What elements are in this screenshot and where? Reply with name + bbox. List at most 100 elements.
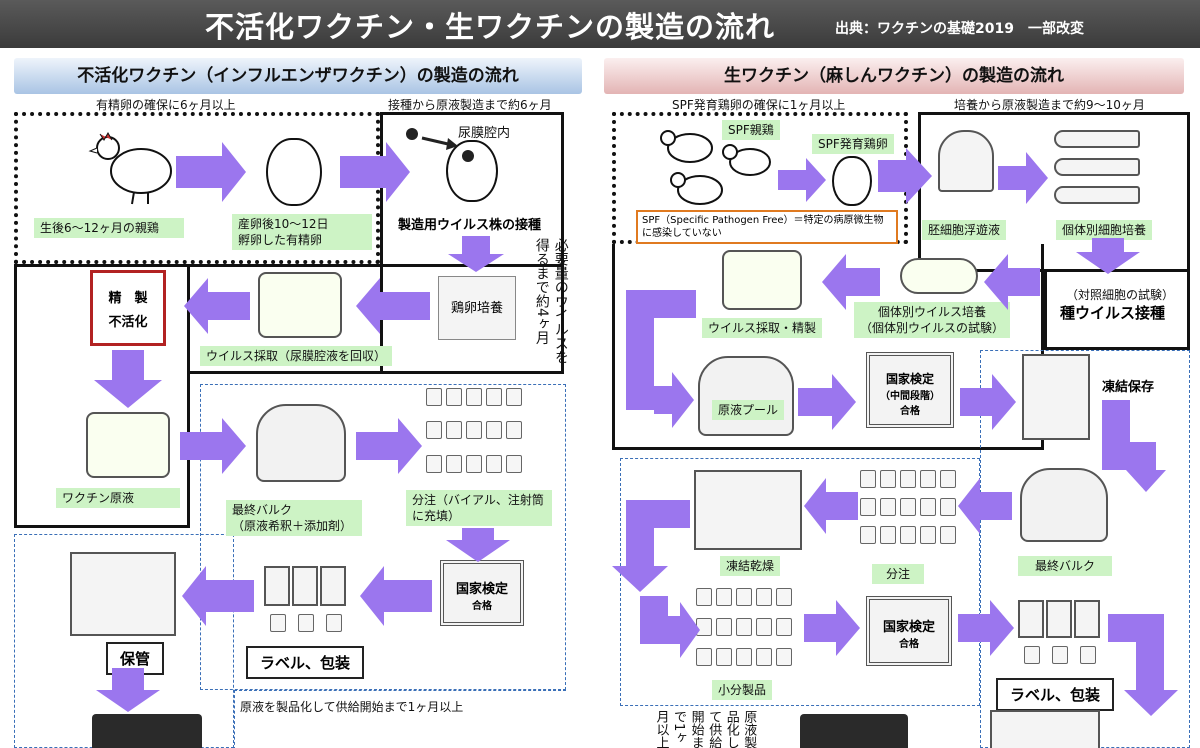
harvest-frame <box>190 264 564 374</box>
label-final-bulk-right: 最終バルク <box>1018 556 1112 577</box>
arrow-freezer-bulk <box>1126 470 1166 492</box>
inactivate-label: 不活化 <box>108 315 148 330</box>
arrow-storage-truck <box>96 668 160 712</box>
purify-box: 精 製 不活化 <box>90 270 166 346</box>
spf-egg-icon <box>832 156 872 206</box>
arrow-dispense-dryer <box>804 478 858 534</box>
spf-chickens-icon <box>660 130 771 205</box>
right-section-title: 生ワクチン（麻しんワクチン）の製造の流れ <box>604 58 1184 94</box>
header-bar: 不活化ワクチン・生ワクチンの製造の流れ 出典：ワクチンの基礎2019 一部改変 <box>0 0 1200 48</box>
product-frame-right <box>620 458 980 706</box>
arrow-test-pack <box>360 566 432 626</box>
label-vaccine-stock: ワクチン原液 <box>56 488 180 509</box>
embryo-flask-icon <box>938 130 994 192</box>
arrow-culture-seed <box>1076 238 1140 274</box>
truck-icon-right <box>800 714 908 748</box>
product-frame-left <box>200 384 566 690</box>
label-freeze-dry: 凍結乾燥 <box>720 556 781 577</box>
label-freeze-store: 凍結保存 <box>1102 380 1155 395</box>
vial-grid-left <box>426 388 526 482</box>
stock-jar-icon <box>86 412 170 478</box>
culture-bottles-icon <box>1054 130 1146 206</box>
left-flow-arrows <box>94 142 510 712</box>
dish-icon <box>900 258 978 294</box>
arrow-chicken-egg <box>176 142 246 202</box>
label-parent-chicken: 生後6～12ヶ月の親鶏 <box>34 218 184 239</box>
virus-frame <box>612 244 1044 450</box>
label-pack-box-left: ラベル、包装 <box>246 646 365 679</box>
national-test-cert-right: 国家検定 合格 <box>866 596 952 666</box>
label-stock-pool: 原液プール <box>712 400 785 421</box>
truck-icon-left <box>92 714 202 748</box>
indiv-virus-line2: （個体別ウイルスの試験） <box>860 321 1005 336</box>
arrow-dryer-down <box>612 566 668 592</box>
spf-definition: SPF（Specific Pathogen Free）＝特定の病原微生物に感染し… <box>636 210 898 244</box>
final-bulk-line1: 最終バルク <box>232 503 293 517</box>
pass-stamp-mid: 合格 <box>900 406 920 417</box>
arrow-pack-storage <box>182 566 254 626</box>
storage-warehouse-icon <box>70 552 176 636</box>
seed-frame <box>1044 272 1190 350</box>
arrow-harvest-purify <box>184 278 250 334</box>
national-mid-label2: （中間段階） <box>880 391 940 402</box>
label-small-products: 小分製品 <box>712 680 773 701</box>
arrow-bulk-fill <box>356 418 422 474</box>
national-test-cert-left: 国家検定 合格 <box>440 560 524 626</box>
note-4-months: 必要量のウイルスを得るまで約4ヶ月 <box>533 238 569 364</box>
pass-stamp-left: 合格 <box>472 601 492 612</box>
arrow-dish-harvest <box>822 254 880 310</box>
note-spf-secure: SPF発育鶏卵の確保に1ヶ月以上 <box>672 98 846 112</box>
label-pack-box-right: ラベル、包装 <box>996 678 1115 711</box>
label-control-test: （対照細胞の試験） <box>1066 288 1175 302</box>
national-test-mid-cert: 国家検定 （中間段階） 合格 <box>866 352 954 428</box>
supply-frame-left <box>234 690 566 748</box>
national-test-label-left: 国家検定 <box>455 582 508 597</box>
stock-pool-tank-icon <box>698 356 794 436</box>
arrow-parent-egg <box>778 158 826 202</box>
note-supply-right: 原液製品化して供給開始まで1ヶ月以上 <box>653 710 757 748</box>
label-allantoic: 尿膜腔内 <box>458 126 511 141</box>
label-virus-harvest-right: ウイルス採取・精製 <box>702 318 823 339</box>
warehouse-icon-right <box>990 710 1100 748</box>
arrow-stock-bulk <box>180 418 246 474</box>
vial-grid-dispense <box>860 470 960 548</box>
national-mid-label1: 国家検定 <box>885 372 934 386</box>
syringe-arrow-icon <box>406 128 474 162</box>
final-bulk-tank-right-icon <box>1020 468 1108 542</box>
arrow-pack-down <box>1124 690 1178 716</box>
arrow-products-test <box>804 600 860 656</box>
label-dispense: 分注 <box>872 564 924 585</box>
freezer-icon <box>1022 354 1090 440</box>
purify-label: 精 製 <box>108 291 148 306</box>
label-spf-egg: SPF発育鶏卵 <box>812 134 894 155</box>
note-egg-secure: 有精卵の確保に6ヶ月以上 <box>96 98 236 112</box>
arrow-egg-inoc <box>340 142 410 202</box>
arrow-purify-stock <box>94 350 162 408</box>
freeze-dryer-icon <box>694 470 802 550</box>
arrow-test-freezer <box>960 374 1016 430</box>
arrow-test-pack <box>958 600 1014 656</box>
purify-frame <box>14 264 190 528</box>
inoculated-egg-icon <box>446 140 498 202</box>
label-virus-inoculation: 製造用ウイルス株の接種 <box>398 218 542 233</box>
label-spf-parent: SPF親鶏 <box>722 120 780 141</box>
page-title: 不活化ワクチン・生ワクチンの製造の流れ <box>205 10 776 44</box>
pass-stamp-right: 合格 <box>899 639 919 650</box>
bulk-tank-icon <box>256 404 346 482</box>
label-indiv-culture: 個体別細胞培養 <box>1056 220 1153 241</box>
arrow-pool-test <box>798 374 856 430</box>
egg-icon <box>266 138 322 206</box>
packages-icon-right <box>1018 600 1104 670</box>
label-indiv-virus: 個体別ウイルス培養 （個体別ウイルスの試験） <box>854 302 1011 339</box>
egg-culture-box: 鶏卵培養 <box>438 276 516 340</box>
source-note: 出典：ワクチンの基礎2019 一部改変 <box>835 21 1084 37</box>
arrow-culture-harvest <box>356 278 430 334</box>
arrow-seed-dish <box>984 254 1040 310</box>
note-culture: 培養から原液製造まで約9～10ヶ月 <box>954 98 1145 112</box>
packages-icon-left <box>264 566 350 636</box>
label-fertile-egg: 産卵後10～12日 孵卵した有精卵 <box>232 214 372 251</box>
arrow-to-products <box>660 602 700 658</box>
arrow-fill-test <box>446 528 510 562</box>
harvest-jar-icon <box>258 272 342 338</box>
